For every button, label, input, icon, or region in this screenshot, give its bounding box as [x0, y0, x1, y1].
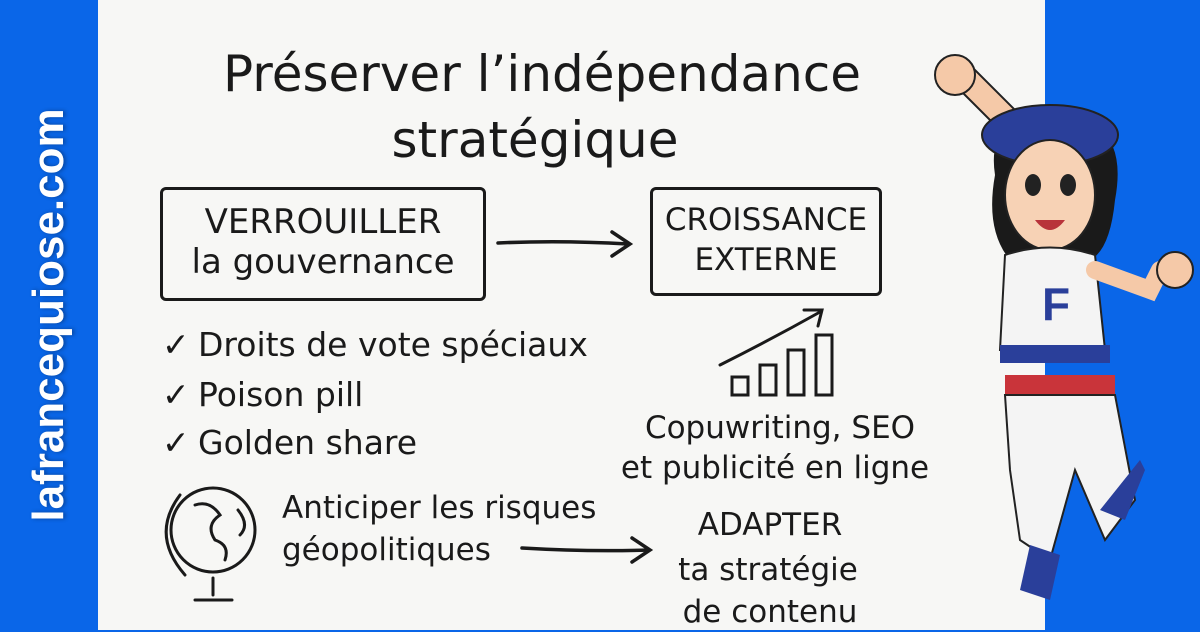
check-item: ✓Poison pill	[162, 375, 363, 414]
arrow-right-icon	[496, 230, 634, 258]
bar-chart-growth-icon	[718, 308, 834, 397]
box-verrouiller: VERROUILLER la gouvernance	[160, 187, 486, 301]
box-croissance: CROISSANCE EXTERNE	[650, 187, 882, 296]
box-right-line-2: EXTERNE	[694, 242, 838, 278]
check-icon: ✓	[162, 325, 190, 364]
risk-line-1: Anticiper les risques	[282, 490, 597, 526]
globe-icon	[164, 486, 257, 602]
check-label: Golden share	[198, 423, 418, 462]
check-item: ✓Droits de vote spéciaux	[162, 325, 588, 364]
title-line-1: Préserver l’indépendance	[222, 45, 862, 103]
risk-line-2: géopolitiques	[282, 532, 491, 568]
adapt-line-1: ADAPTER	[697, 507, 843, 543]
check-label: Droits de vote spéciaux	[198, 325, 588, 364]
adapt-line-3: de contenu	[682, 594, 858, 630]
shirt-letter: F	[1042, 278, 1070, 330]
check-icon: ✓	[162, 375, 190, 414]
mascot-illustration: F	[934, 54, 1194, 600]
adapt-line-2: ta stratégie	[678, 552, 858, 588]
growth-line-2: et publicité en ligne	[620, 450, 930, 486]
growth-line-1: Copuwriting, SEO	[644, 410, 916, 446]
check-item: ✓Golden share	[162, 423, 417, 462]
check-icon: ✓	[162, 423, 190, 462]
left-brand-bar: lafrancequiose.com	[0, 0, 98, 630]
box-left-line-1: VERROUILLER	[204, 202, 442, 242]
box-left-line-2: la gouvernance	[191, 242, 455, 282]
check-label: Poison pill	[198, 375, 364, 414]
title-line-2: stratégique	[391, 111, 679, 169]
box-right-line-1: CROISSANCE	[664, 202, 868, 238]
arrow-right-icon-2	[520, 536, 654, 564]
